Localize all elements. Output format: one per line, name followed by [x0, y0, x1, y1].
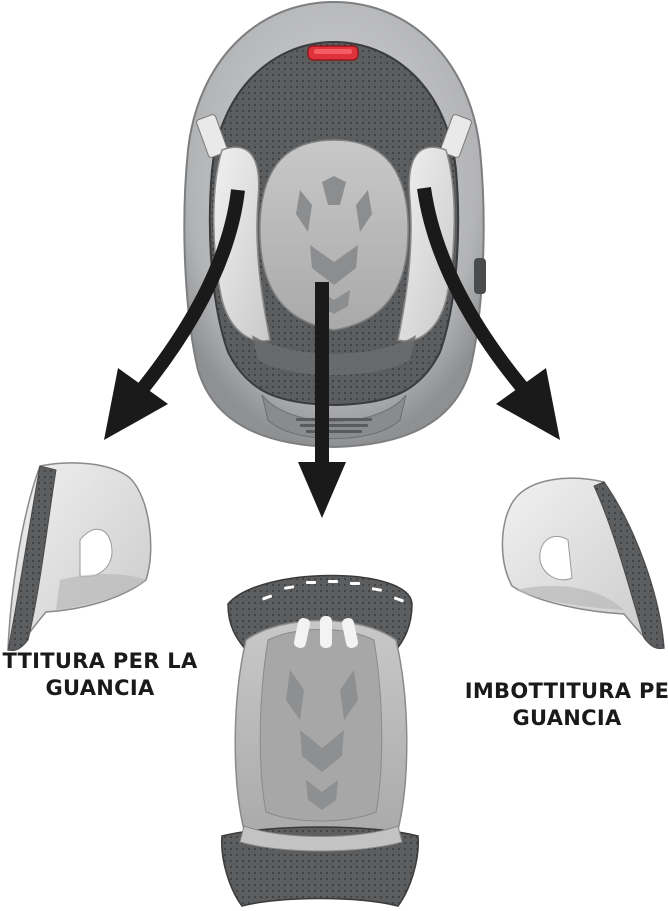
label-left-line1: TTITURA PER LA: [0, 648, 220, 675]
crown-liner-vents: [293, 616, 359, 649]
crown-liner: [222, 576, 419, 907]
label-right-line2: GUANCIA: [442, 705, 668, 732]
label-left-line2: GUANCIA: [0, 675, 220, 702]
label-cheek-pad-right: IMBOTTITURA PE GUANCIA: [442, 678, 668, 732]
chin-vent-slots: [296, 418, 372, 433]
arrow-center-head: [298, 462, 346, 518]
cheek-pad-left: [8, 463, 151, 651]
label-right-line1: IMBOTTITURA PE: [442, 678, 668, 705]
cheek-pad-right: [502, 478, 664, 648]
arrow-right-head: [496, 368, 560, 440]
label-cheek-pad-left: TTITURA PER LA GUANCIA: [0, 648, 220, 702]
visor-latch: [474, 258, 486, 294]
